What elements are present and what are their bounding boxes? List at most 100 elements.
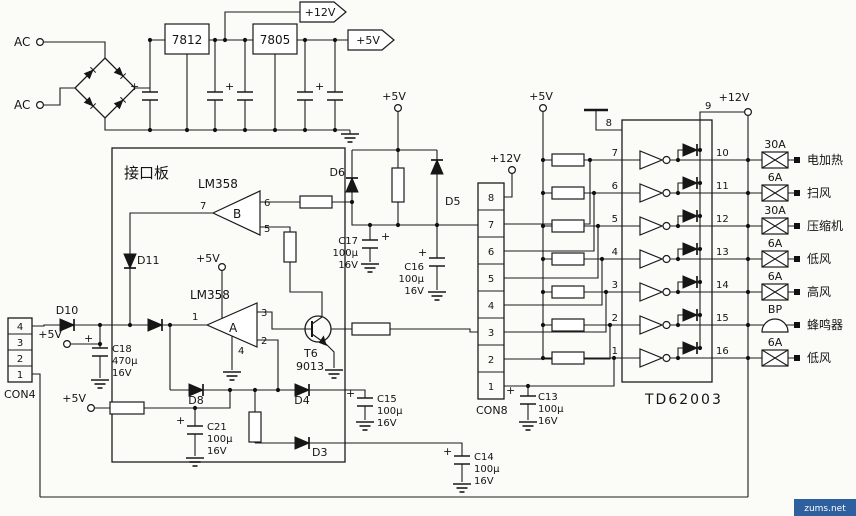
supply-flag-5v bbox=[347, 29, 395, 51]
con8-pin: 6 bbox=[488, 247, 494, 258]
cap-val: 100μ bbox=[399, 274, 425, 285]
inverter-gate-icon bbox=[639, 183, 664, 203]
output-terminal bbox=[794, 190, 800, 196]
ac-terminal-1 bbox=[35, 37, 45, 47]
filter-capacitors bbox=[142, 91, 343, 101]
cap-plus-mark: + bbox=[381, 230, 390, 243]
supply-label-12v: +12V bbox=[490, 152, 521, 165]
driver-pin-com: 9 bbox=[705, 101, 711, 112]
resistor bbox=[283, 231, 297, 263]
supply-terminal-5v bbox=[62, 340, 72, 348]
clamp-diode-icon bbox=[682, 242, 698, 256]
interface-board: 接口板 LM358 B 7 6 5 LM358 A 3 2 1 4 +5V T6… bbox=[32, 90, 564, 493]
junction-dots bbox=[97, 147, 531, 411]
diode-d10-label: D10 bbox=[56, 304, 78, 317]
inverter-gate-icon bbox=[639, 315, 664, 335]
cap-ref: C13 bbox=[538, 392, 558, 403]
load-rating: 6A bbox=[768, 237, 783, 250]
cap-plus-mark: + bbox=[130, 80, 139, 93]
clamp-diode-icon bbox=[682, 209, 698, 223]
ground-icon bbox=[427, 291, 447, 301]
con8-pin: 1 bbox=[488, 382, 494, 393]
opamp-a-pin-gnd: 4 bbox=[238, 346, 244, 357]
diode-d6-label: D6 bbox=[330, 166, 345, 179]
regulator-7812-label: 7812 bbox=[172, 33, 203, 47]
con8-pin: 2 bbox=[488, 355, 494, 366]
load-rating: 6A bbox=[768, 336, 783, 349]
driver-output-pin: 15 bbox=[716, 313, 729, 324]
opamp-a-unit: A bbox=[229, 321, 238, 335]
load-rating: 30A bbox=[764, 204, 786, 217]
inverter-bubble-icon bbox=[662, 155, 671, 165]
junction-dots bbox=[540, 345, 751, 361]
diode-d5-icon bbox=[430, 159, 444, 175]
capacitor-plates bbox=[92, 239, 536, 465]
regulator-7805-label: 7805 bbox=[260, 33, 291, 47]
cap-volt: 16V bbox=[112, 368, 132, 379]
driver-section: +5V TD62003 8 9 +12V bbox=[40, 90, 753, 498]
cap-ref: C21 bbox=[207, 422, 227, 433]
supply-label-5v: +5V bbox=[382, 90, 406, 103]
cap-ref: C16 bbox=[404, 262, 424, 273]
diode-d11-label: D11 bbox=[137, 254, 159, 267]
cap-plus-mark: + bbox=[443, 445, 452, 458]
supply-terminal-12v bbox=[508, 166, 517, 174]
cap-plus-mark: + bbox=[346, 387, 355, 400]
diode-d5-label: D5 bbox=[445, 195, 460, 208]
driver-input-pin: 2 bbox=[612, 313, 618, 324]
ground-icon bbox=[90, 379, 110, 389]
watermark-text: zums.net bbox=[804, 504, 846, 514]
opamp-b-pin-out: 7 bbox=[200, 201, 206, 212]
pullup-resistor bbox=[551, 351, 585, 365]
transistor-part: 9013 bbox=[296, 360, 324, 373]
pullup-resistor bbox=[551, 153, 585, 167]
cap-val: 100μ bbox=[207, 434, 233, 445]
diode-d6-icon bbox=[345, 177, 359, 193]
capacitor-c18-labels: C18 470μ 16V + bbox=[84, 332, 138, 379]
driver-input-pin: 5 bbox=[612, 214, 618, 225]
clamp-diode-icon bbox=[682, 143, 698, 157]
diode-d10-icon bbox=[59, 318, 75, 332]
driver-channel-5: 3 14 6A 高风 bbox=[504, 270, 831, 333]
driver-input-pin: 3 bbox=[612, 280, 618, 291]
output-terminal bbox=[794, 322, 800, 328]
cap-volt: 16V bbox=[338, 260, 358, 271]
pullup-resistor bbox=[551, 186, 585, 200]
supply-label-12v: +12V bbox=[719, 91, 750, 104]
driver-input-pin: 6 bbox=[612, 181, 618, 192]
opamp-b-part: LM358 bbox=[198, 177, 238, 191]
transistor-t6: T6 9013 bbox=[296, 315, 344, 379]
cap-ref: C14 bbox=[474, 452, 494, 463]
con4-label: CON4 bbox=[4, 388, 36, 401]
supply-flag-12v-label: +12V bbox=[305, 6, 336, 19]
ground-icon bbox=[452, 483, 472, 493]
cap-volt: 16V bbox=[538, 416, 558, 427]
resistor bbox=[351, 322, 391, 336]
load-name: 压缩机 bbox=[807, 218, 843, 233]
bridge-rectifier bbox=[74, 57, 136, 119]
diode-unlabeled-icon bbox=[147, 318, 163, 332]
clamp-diode-icon bbox=[682, 308, 698, 322]
driver-input-pin: 4 bbox=[612, 247, 618, 258]
con8-pin: 7 bbox=[488, 220, 494, 231]
junction-dots bbox=[540, 246, 751, 262]
load-rating: 6A bbox=[768, 171, 783, 184]
driver-channel-6: 2 15 BP 蜂鸣器 bbox=[504, 303, 843, 360]
supply-label-5v: +5V bbox=[62, 392, 86, 405]
opamp-b-unit: B bbox=[233, 207, 241, 221]
inverter-bubble-icon bbox=[662, 320, 671, 330]
power-supply-section: AC AC 7812 7805 +12V +5V + + + bbox=[14, 1, 395, 143]
supply-flag-5v-label: +5V bbox=[356, 34, 380, 47]
driver-pin-gnd: 8 bbox=[606, 118, 612, 129]
transistor-ref: T6 bbox=[303, 347, 318, 360]
junction-dots bbox=[540, 213, 751, 229]
pullup-resistor bbox=[551, 252, 585, 266]
inverter-gate-icon bbox=[639, 282, 664, 302]
load-rating: BP bbox=[768, 303, 783, 316]
cap-plus-mark: + bbox=[506, 384, 515, 397]
regulator-7812-box bbox=[164, 23, 210, 55]
resistor bbox=[391, 167, 405, 203]
pullup-resistor bbox=[551, 219, 585, 233]
driver-output-pin: 12 bbox=[716, 214, 729, 225]
